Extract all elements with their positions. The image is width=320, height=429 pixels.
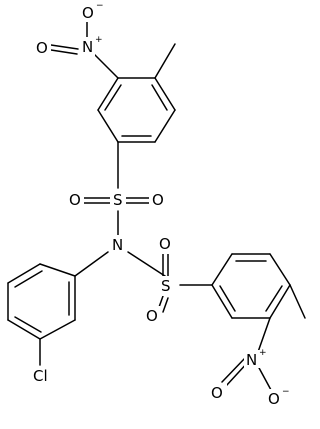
ring-top-bond (97, 109, 119, 143)
nitro-top-o-dbl-bond (50, 44, 79, 50)
ring-cl-bond (39, 263, 76, 277)
nitro-bottom-o-dbl-bond (221, 356, 247, 383)
methyl-top-bond (154, 43, 176, 79)
atom-o-nitro-top: O (36, 39, 48, 57)
s-o-bottom-bot-bond (162, 297, 169, 313)
ring-bottom-bond (269, 253, 291, 286)
atom-o-sulfonyl-top-right: O (152, 191, 164, 209)
structure-canvas: N + O − O S O O N S O O Cl N + O O (7, 1, 306, 409)
bonds (7, 19, 306, 391)
ring-bottom-bond (269, 284, 291, 319)
nitro-top-o-dbl-bond (50, 49, 78, 55)
n-s-bond (127, 251, 169, 279)
atom-o-nitro-bottom: O (211, 384, 223, 402)
nitro-bottom-o-bond (257, 365, 272, 391)
atom-n-nitro-bottom: N (246, 351, 257, 369)
atom-o-anion-bottom: O (268, 390, 280, 408)
ring-bottom-inner-bond (265, 285, 283, 312)
ring-top-bond (97, 77, 119, 111)
atom-cl: Cl (33, 367, 48, 385)
ring-cl-inner-bond (14, 316, 42, 333)
atom-o-anion-top: O (82, 4, 94, 22)
atom-n-center: N (112, 236, 123, 254)
atom-o-sulfonyl-top-left: O (69, 191, 81, 209)
charge-plus-top: + (95, 35, 103, 45)
atom-o-sulfonyl-bottom-top: O (159, 235, 171, 253)
n-aryl-bond (74, 251, 109, 277)
atom-n-nitro-top: N (82, 38, 93, 56)
ring-top-inner-bond (151, 84, 168, 111)
ring-top-bond (154, 109, 176, 143)
charge-plus-bottom: + (259, 348, 267, 358)
ring-cl-bond (7, 263, 41, 284)
ring-cl-bond (39, 319, 76, 340)
charge-minus-top: − (96, 1, 104, 11)
ring-bottom-bond (211, 253, 233, 286)
ring-top-bond (154, 77, 176, 111)
nitro-top-bond (92, 52, 119, 79)
nitro-bottom-bond (257, 317, 271, 353)
methyl-bottom-bond (289, 284, 306, 319)
ring-cl-inner-bond (14, 270, 43, 288)
ring-cl-bond (7, 319, 41, 340)
atom-s-bottom: S (161, 277, 171, 295)
ring-top-inner-bond (104, 84, 122, 111)
charge-minus-bottom: − (282, 387, 290, 397)
atom-s-top: S (113, 191, 123, 209)
atom-o-sulfonyl-bottom-bot: O (146, 307, 158, 325)
ring-bottom-bond (211, 284, 233, 319)
ring-bottom-inner-bond (219, 285, 236, 312)
atoms: N + O − O S O O N S O O Cl N + O O (31, 1, 290, 409)
